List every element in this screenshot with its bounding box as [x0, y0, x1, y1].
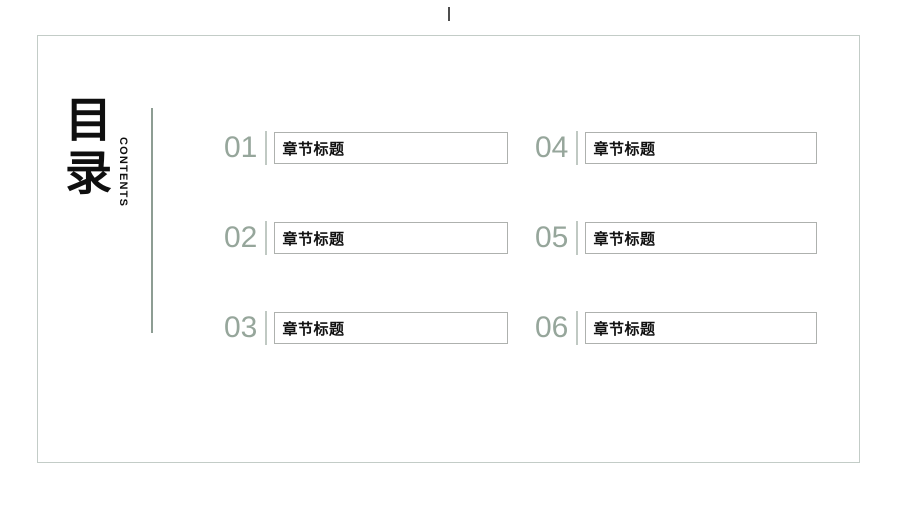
toc-item-01[interactable]: 01 章节标题	[224, 131, 508, 165]
toc-item-title-box[interactable]: 章节标题	[273, 222, 508, 254]
toc-title-block: 目录 CONTENTS	[58, 95, 129, 208]
toc-item-separator	[576, 311, 578, 345]
toc-item-06[interactable]: 06 章节标题	[535, 311, 817, 345]
toc-item-label: 章节标题	[593, 140, 656, 158]
toc-item-02[interactable]: 02 章节标题	[224, 221, 508, 255]
toc-item-label: 章节标题	[282, 140, 345, 158]
toc-item-number: 02	[224, 221, 258, 254]
toc-item-separator	[576, 131, 578, 165]
toc-item-number: 06	[535, 311, 569, 344]
toc-item-number: 01	[224, 131, 258, 164]
vertical-divider-line	[151, 108, 153, 333]
toc-item-label: 章节标题	[593, 320, 656, 338]
toc-item-05[interactable]: 05 章节标题	[535, 221, 817, 255]
toc-item-label: 章节标题	[593, 230, 656, 248]
toc-title-chinese[interactable]: 目录	[58, 95, 111, 201]
toc-title-english: CONTENTS	[117, 137, 129, 208]
toc-item-title-box[interactable]: 章节标题	[584, 132, 817, 164]
toc-grid: 01 章节标题 04 章节标题 02 章节标题 05 章节标题	[224, 131, 817, 345]
toc-item-label: 章节标题	[282, 230, 345, 248]
toc-item-number: 04	[535, 131, 569, 164]
toc-item-separator	[576, 221, 578, 255]
toc-item-number: 05	[535, 221, 569, 254]
toc-item-03[interactable]: 03 章节标题	[224, 311, 508, 345]
top-center-tick	[448, 7, 450, 21]
toc-item-label: 章节标题	[282, 320, 345, 338]
toc-item-04[interactable]: 04 章节标题	[535, 131, 817, 165]
slide-frame-border	[37, 35, 860, 463]
toc-item-title-box[interactable]: 章节标题	[584, 312, 817, 344]
toc-item-separator	[265, 131, 267, 165]
toc-item-title-box[interactable]: 章节标题	[273, 312, 508, 344]
toc-item-title-box[interactable]: 章节标题	[584, 222, 817, 254]
toc-item-separator	[265, 221, 267, 255]
toc-item-number: 03	[224, 311, 258, 344]
toc-item-title-box[interactable]: 章节标题	[273, 132, 508, 164]
toc-item-separator	[265, 311, 267, 345]
